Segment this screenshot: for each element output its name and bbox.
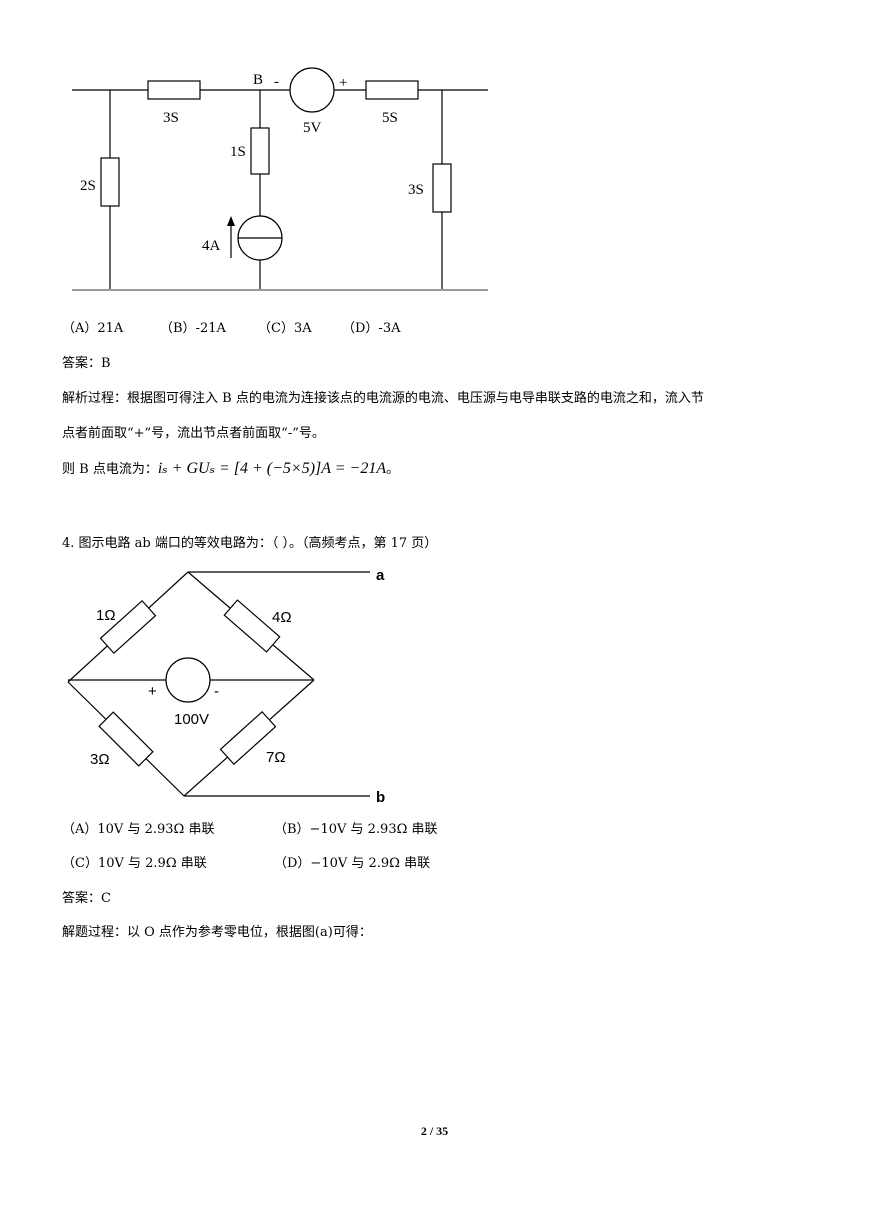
- label-4a: 4A: [202, 238, 221, 254]
- q3-formula-prefix: 则 B 点电流为：: [62, 462, 158, 477]
- q3-formula-line: 则 B 点电流为：iₛ + GUₛ = [4 + (−5×5)]A = −21A…: [62, 459, 399, 480]
- label-4ohm: 4Ω: [272, 609, 292, 626]
- label-plus-2: +: [148, 683, 157, 700]
- q4-question: 4. 图示电路 ab 端口的等效电路为：（ ）。（高频考点，第 17 页）: [62, 536, 438, 551]
- label-plus: +: [339, 75, 347, 91]
- label-minus-2: -: [214, 683, 219, 700]
- page-number: 2 / 35: [420, 1124, 449, 1138]
- q4-option-b: （B）−10V 与 2.93Ω 串联: [274, 822, 438, 837]
- q3-option-a: （A）21A: [62, 321, 124, 336]
- q3-formula: iₛ + GUₛ = [4 + (−5×5)]A = −21A: [157, 460, 387, 477]
- terminal-b-label: b: [376, 789, 385, 806]
- label-1ohm: 1Ω: [96, 607, 116, 624]
- q4-option-a: （A）10V 与 2.93Ω 串联: [62, 822, 215, 837]
- label-node-b: B: [253, 72, 263, 88]
- q3-option-c: （C）3A: [258, 321, 312, 336]
- q4-answer: 答案：C: [62, 891, 111, 906]
- label-3s-top: 3S: [163, 110, 179, 126]
- label-3s-right: 3S: [408, 182, 424, 198]
- q4-option-d: （D）−10V 与 2.9Ω 串联: [274, 856, 431, 871]
- q4-option-c: （C）10V 与 2.9Ω 串联: [62, 856, 207, 871]
- label-3ohm: 3Ω: [90, 751, 110, 768]
- q3-options: （A）21A （B）-21A （C）3A （D）-3A: [62, 319, 400, 339]
- terminal-a-label: a: [376, 567, 385, 584]
- circuit-diagram-2: a b 1Ω 4Ω 3Ω 7Ω + - 100V: [67, 567, 385, 806]
- q3-explanation-line2: 点者前面取“+”号，流出节点者前面取“-”号。: [62, 426, 325, 441]
- q3-option-d: （D）-3A: [342, 321, 401, 336]
- q3-formula-suffix: 。: [386, 462, 400, 477]
- circuit-figure-1: 3S B - + 5V 5S 1S 2S 3S 4A: [60, 60, 500, 300]
- label-5v: 5V: [303, 120, 322, 136]
- q3-option-b: （B）-21A: [160, 321, 226, 336]
- label-5s: 5S: [382, 110, 398, 126]
- label-1s: 1S: [230, 144, 246, 160]
- circuit-figure-2: a b 1Ω 4Ω 3Ω 7Ω + - 100V: [60, 560, 400, 810]
- label-7ohm: 7Ω: [266, 749, 286, 766]
- label-100v: 100V: [174, 711, 209, 728]
- q4-options-row1: （A）10V 与 2.93Ω 串联 （B）−10V 与 2.93Ω 串联: [62, 820, 438, 840]
- q4-solution: 解题过程：以 O 点作为参考零电位，根据图(a)可得：: [62, 925, 372, 940]
- q4-options-row2: （C）10V 与 2.9Ω 串联 （D）−10V 与 2.9Ω 串联: [62, 854, 430, 874]
- label-2s: 2S: [80, 178, 96, 194]
- q3-answer: 答案：B: [62, 356, 111, 371]
- circuit-diagram-1: 3S B - + 5V 5S 1S 2S 3S 4A: [72, 67, 488, 291]
- q3-explanation-line1: 解析过程：根据图可得注入 B 点的电流为连接该点的电流源的电流、电压源与电导串联…: [62, 391, 704, 406]
- label-minus: -: [274, 74, 279, 90]
